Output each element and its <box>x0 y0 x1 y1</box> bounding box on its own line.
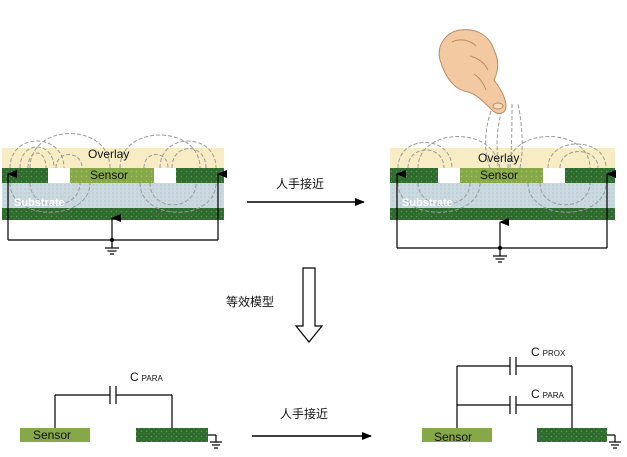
sensor-label: Sensor <box>90 168 128 182</box>
approach-label-top: 人手接近 <box>276 176 324 191</box>
ground-block-right <box>537 428 607 442</box>
wiring-right <box>456 357 621 449</box>
sensor-block-right <box>422 428 492 442</box>
gap-right-right <box>543 168 565 183</box>
pcb-cross-section-left: Overlay Sensor Substrate <box>2 133 227 255</box>
gap-left <box>48 168 70 183</box>
bottom-ground-layer-right <box>390 208 615 220</box>
sensor-pad <box>70 168 154 183</box>
overlay-layer <box>2 148 224 168</box>
substrate-layer <box>2 183 224 208</box>
overlay-label: Overlay <box>88 147 129 161</box>
substrate-label-right: Substrate <box>402 197 453 209</box>
substrate-label: Substrate <box>14 197 65 209</box>
ground-symbol-icon <box>493 255 507 263</box>
ground-block <box>136 428 208 442</box>
field-lines-right <box>397 103 607 213</box>
sensor-block-label: Sensor <box>33 428 71 442</box>
approach-label-bottom: 人手接近 <box>280 406 328 421</box>
arrow-right-bottom: 人手接近 <box>252 406 372 440</box>
sensor-block-label-right: Sensor <box>434 430 472 444</box>
overlay-label-right: Overlay <box>478 151 519 165</box>
arrow-right-top: 人手接近 <box>247 176 365 206</box>
equivalent-model-label: 等效模型 <box>226 294 274 309</box>
sensor-block <box>20 428 90 442</box>
finger-icon <box>438 29 507 114</box>
wiring-left <box>54 386 222 449</box>
gap-left-right <box>438 168 460 183</box>
sensor-label-right: Sensor <box>480 168 518 182</box>
arrow-down-icon <box>294 267 324 343</box>
sensor-pad-right <box>460 168 543 183</box>
pcb-cross-section-right: Overlay Sensor Substrate <box>390 29 616 263</box>
ground-symbol-icon <box>105 247 119 255</box>
substrate-layer-right <box>390 183 615 208</box>
overlay-layer-right <box>390 148 615 168</box>
equivalent-model-arrow: 等效模型 <box>226 267 324 343</box>
bottom-ground-layer <box>2 208 224 220</box>
gap-right <box>154 168 176 183</box>
field-lines-left <box>9 133 217 213</box>
